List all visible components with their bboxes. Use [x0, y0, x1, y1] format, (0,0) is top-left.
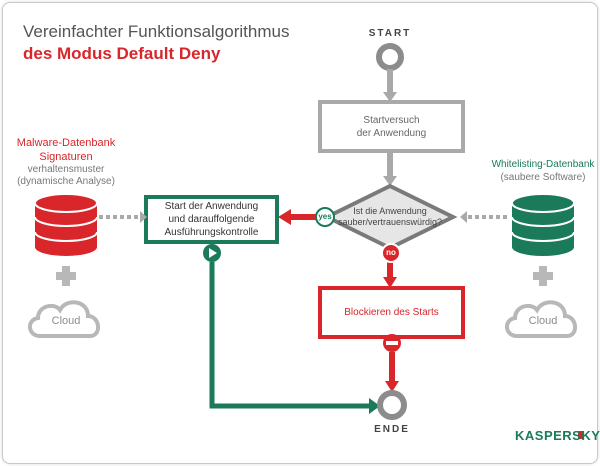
run-box: [144, 195, 279, 244]
malware-database-icon: [34, 193, 98, 256]
malware-db-subtitle: verhaltensmuster (dynamische Analyse): [14, 164, 118, 188]
cloud-label-left: Cloud: [51, 315, 81, 327]
brand-mark: [578, 431, 584, 439]
decision-line1: Ist die Anwendung: [353, 206, 427, 216]
arrow-head: [383, 92, 397, 102]
arrow-head: [383, 176, 397, 186]
arrow-head: [140, 211, 147, 223]
arrow-head: [383, 277, 397, 288]
diagram-subtitle: des Modus Default Deny: [23, 44, 221, 63]
block-box-label: Blockieren des Starts: [344, 307, 439, 318]
malware-db-title-line1: Malware-Datenbank: [16, 137, 116, 149]
run-box-label: Start der Anwendung und darauffolgende A…: [148, 200, 275, 239]
diagram-title: Vereinfachter Funktionsalgorithmus: [23, 22, 290, 41]
plus-icon: [533, 266, 553, 286]
malware-db-subtitle-line1: verhaltensmuster: [27, 164, 105, 175]
block-box: [318, 286, 465, 339]
run-line1: Start der Anwendung: [164, 201, 259, 212]
attempt-line2: der Anwendung: [356, 128, 427, 139]
malware-db-subtitle-line2: (dynamische Analyse): [17, 176, 115, 187]
cloud-label-right: Cloud: [528, 315, 558, 327]
attempt-box: [318, 100, 465, 153]
play-triangle: [209, 248, 217, 258]
whitelist-db-title: Whitelisting-Datenbank: [491, 159, 595, 170]
no-badge: [381, 243, 401, 263]
run-line3: Ausführungskontrolle: [164, 227, 259, 238]
yes-badge: [315, 207, 335, 227]
run-line2: und darauffolgende: [168, 214, 255, 225]
attempt-box-label: Startversuch der Anwendung: [322, 114, 461, 140]
arrow-head: [278, 209, 291, 225]
stop-bar: [386, 341, 398, 345]
decision-line2: sauber/vertrauenswürdig?: [337, 217, 443, 227]
cloud-icon: [28, 300, 100, 338]
start-label: START: [368, 28, 412, 39]
connector-run-end: [209, 262, 371, 409]
no-label: no: [386, 248, 396, 257]
malware-db-title-line2: Signaturen: [39, 151, 93, 163]
end-node: [377, 390, 407, 420]
cloud-icon: [505, 300, 577, 338]
attempt-line1: Startversuch: [363, 115, 420, 126]
decision-label: Ist die Anwendung sauber/vertrauenswürdi…: [335, 206, 445, 228]
plus-icon: [56, 266, 76, 286]
arrow-head: [385, 381, 399, 392]
whitelist-db-subtitle: (saubere Software): [500, 172, 586, 183]
start-node: [376, 43, 404, 71]
arrow-head: [460, 211, 467, 223]
kaspersky-logo: KASPERSKY: [515, 428, 600, 443]
malware-db-title: Malware-Datenbank Signaturen: [14, 136, 118, 164]
whitelist-database-icon: [511, 193, 575, 256]
yes-label: yes: [318, 212, 332, 221]
end-label: ENDE: [374, 424, 410, 435]
arrow-head: [369, 398, 380, 414]
